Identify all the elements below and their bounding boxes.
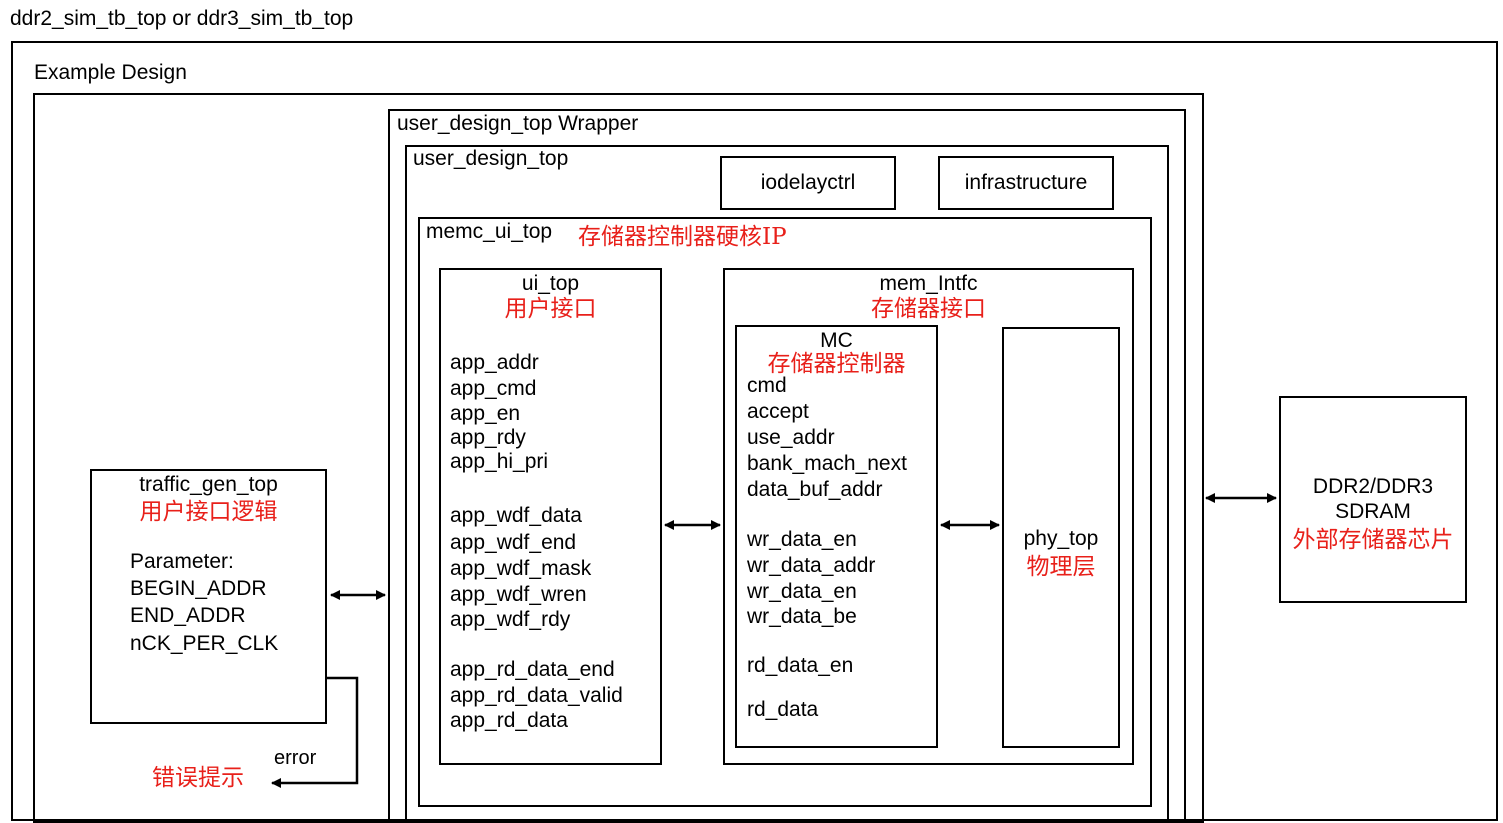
error-label: error — [274, 747, 317, 769]
phy-top-note: 物理层 — [1026, 554, 1096, 580]
error-arrow — [271, 676, 359, 788]
mem-intfc-note: 存储器接口 — [871, 296, 986, 322]
phy-top-title: phy_top — [1023, 527, 1099, 550]
traffic-gen-param: BEGIN_ADDR — [130, 577, 267, 600]
mc-signal: data_buf_addr — [747, 478, 883, 501]
phy-top-block — [1002, 327, 1120, 748]
ui-signal: app_rd_data — [450, 709, 568, 732]
mc-signal: wr_data_en — [747, 528, 857, 551]
sdram-block — [1279, 396, 1467, 603]
mc-signal: cmd — [747, 374, 787, 397]
mc-signal: wr_data_addr — [747, 554, 876, 577]
ui-signal: app_addr — [450, 351, 539, 374]
iodelayctrl-label: iodelayctrl — [760, 171, 856, 194]
user-design-top-title: user_design_top — [413, 147, 569, 170]
mc-signal: bank_mach_next — [747, 452, 907, 475]
iodelayctrl-block — [720, 156, 896, 210]
ui-signal: app_rd_data_end — [450, 658, 615, 681]
sdram-line2: SDRAM — [1335, 500, 1411, 523]
ui-signal: app_rdy — [450, 426, 526, 449]
ui-signal: app_wdf_end — [450, 531, 577, 554]
ui-signal: app_en — [450, 402, 521, 425]
memc-ui-top-note: 存储器控制器硬核IP — [578, 224, 787, 250]
mc-signal: accept — [747, 400, 809, 423]
traffic-gen-param: Parameter: — [130, 550, 234, 573]
mc-signal: wr_data_be — [747, 605, 857, 628]
traffic-gen-title: traffic_gen_top — [139, 473, 278, 496]
ui-signal: app_wdf_mask — [450, 557, 592, 580]
mc-signal: rd_data_en — [747, 654, 854, 677]
mc-signal: wr_data_en — [747, 580, 857, 603]
example-design-title: Example Design — [34, 61, 187, 84]
mc-title: MC — [820, 329, 853, 352]
memc-ui-top-frame — [418, 217, 1152, 807]
memc-ui-top-title: memc_ui_top — [426, 220, 553, 243]
ui-signal: app_hi_pri — [450, 450, 549, 473]
ui-top-note: 用户接口 — [504, 296, 597, 322]
ui-top-title: ui_top — [521, 272, 580, 295]
mc-block — [735, 325, 938, 748]
mc-signal: use_addr — [747, 426, 835, 449]
mem-intfc-title: mem_Intfc — [879, 272, 978, 295]
mc-signal: rd_data — [747, 698, 819, 721]
error-note: 错误提示 — [152, 765, 244, 791]
ui-signal: app_wdf_rdy — [450, 608, 571, 631]
traffic-gen-param: nCK_PER_CLK — [130, 632, 279, 655]
ui-signal: app_cmd — [450, 377, 537, 400]
traffic-gen-block — [90, 469, 327, 724]
ui-signal: app_wdf_wren — [450, 583, 587, 606]
traffic-gen-param: END_ADDR — [130, 604, 246, 627]
testbench-title: ddr2_sim_tb_top or ddr3_sim_tb_top — [10, 7, 354, 30]
ui-signal: app_wdf_data — [450, 504, 582, 527]
infrastructure-block — [938, 156, 1114, 210]
sdram-note: 外部存储器芯片 — [1292, 527, 1454, 553]
mem-intfc-block — [723, 268, 1134, 765]
sdram-line1: DDR2/DDR3 — [1312, 475, 1434, 498]
wrapper-title: user_design_top Wrapper — [397, 112, 639, 135]
infrastructure-label: infrastructure — [964, 171, 1088, 194]
ui-signal: app_rd_data_valid — [450, 684, 623, 707]
mc-note: 存储器控制器 — [767, 351, 906, 377]
traffic-gen-note: 用户接口逻辑 — [139, 499, 278, 525]
ui-top-block — [439, 268, 662, 765]
